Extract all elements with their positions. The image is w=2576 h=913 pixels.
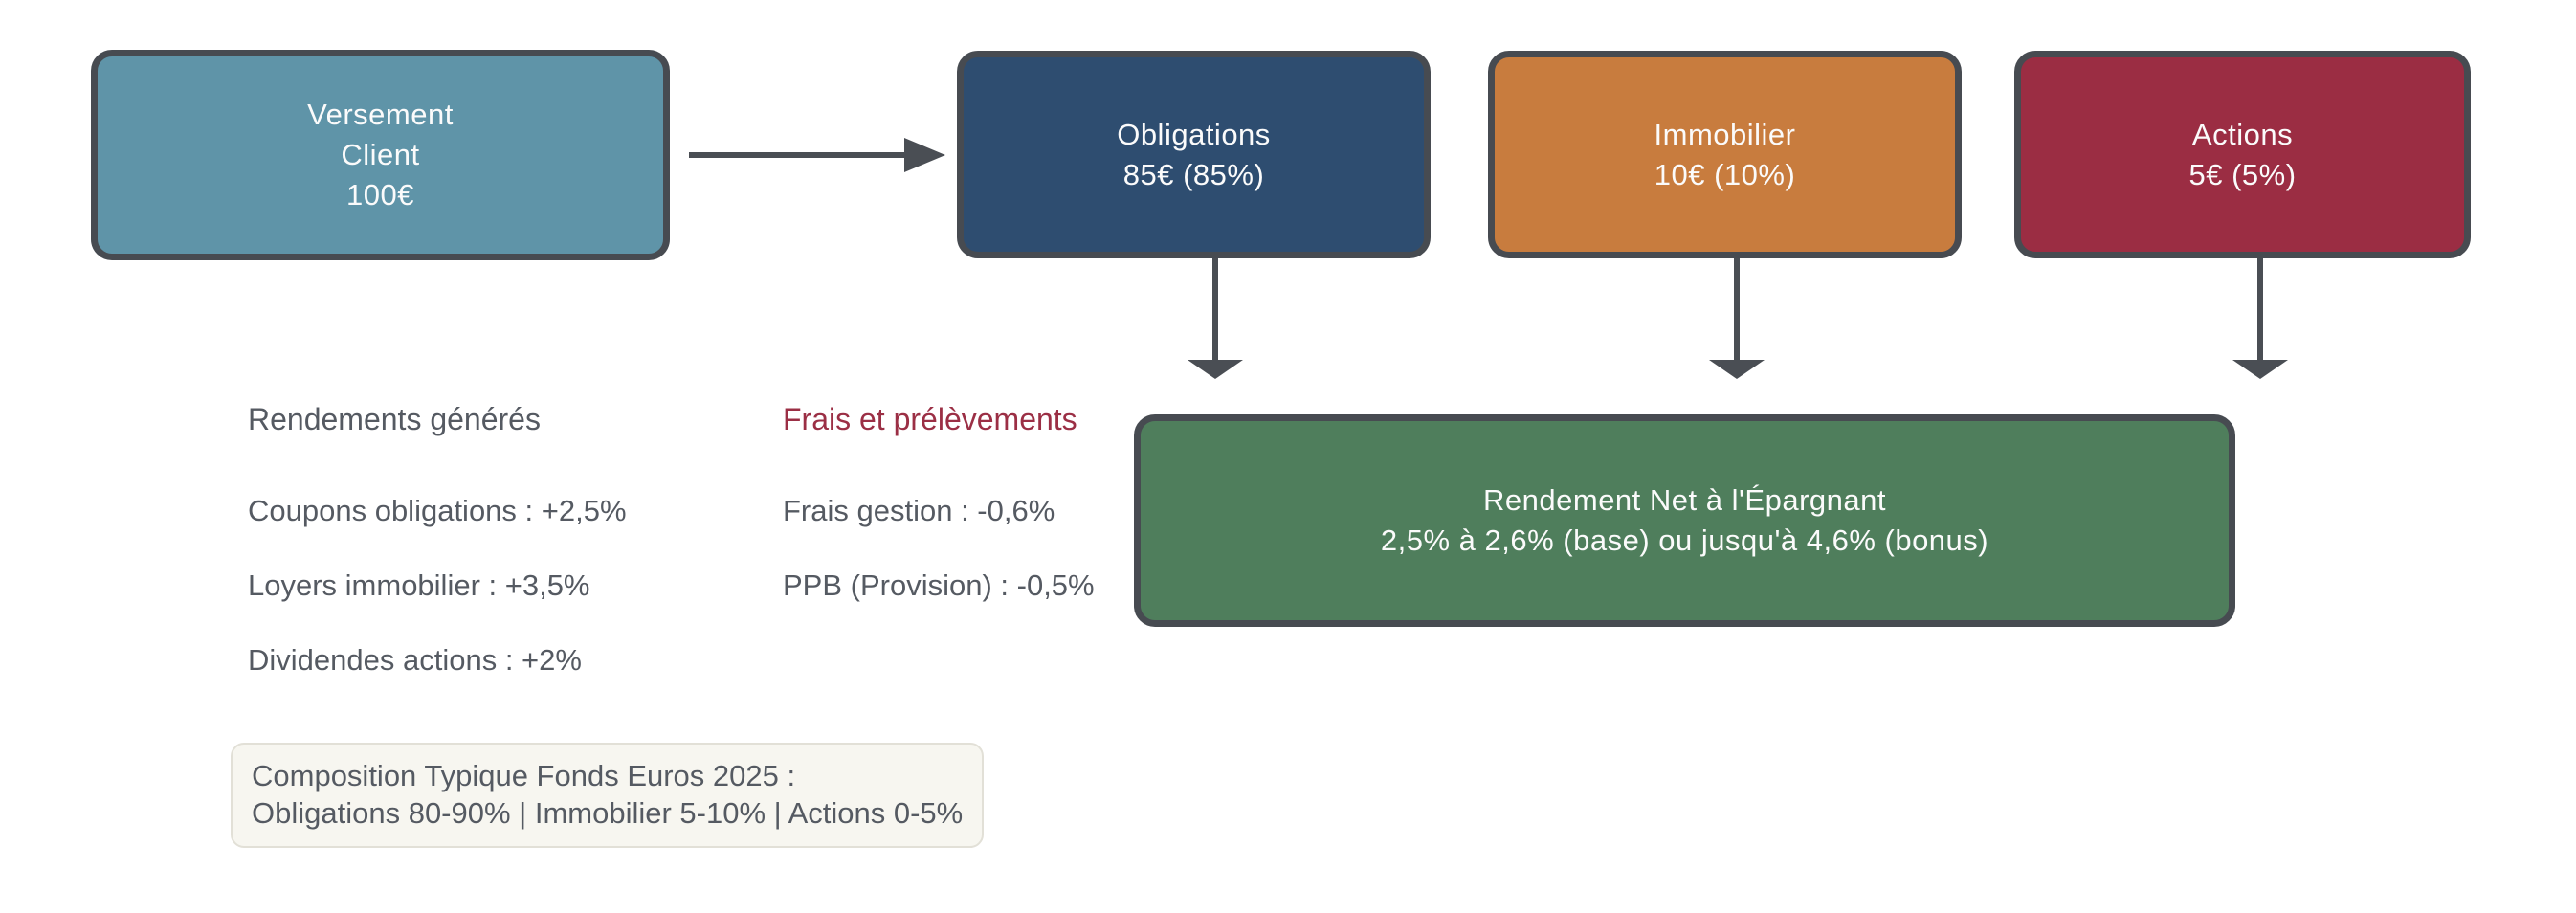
actions-amount: 5€ (5%) — [2188, 157, 2297, 191]
versement-client-box: Versement Client 100€ — [91, 50, 670, 260]
obligations-amount: 85€ (85%) — [1122, 157, 1265, 191]
composition-note-line1: Composition Typique Fonds Euros 2025 : — [252, 759, 796, 792]
rendement-net-box: Rendement Net à l'Épargnant 2,5% à 2,6% … — [1134, 414, 2235, 627]
immobilier-down-arrow-head-icon — [1709, 360, 1765, 379]
flow-arrow-right-head-icon — [904, 138, 945, 172]
immobilier-down-arrow-line — [1734, 258, 1740, 362]
composition-note-line2: Obligations 80-90% | Immobilier 5-10% | … — [252, 796, 964, 830]
obligations-down-arrow-line — [1212, 258, 1218, 362]
actions-down-arrow-line — [2257, 258, 2263, 362]
versement-label-line1: Versement — [307, 98, 454, 131]
actions-label: Actions — [2191, 117, 2294, 151]
immobilier-box: Immobilier 10€ (10%) — [1488, 51, 1962, 258]
returns-item-loyers: Loyers immobilier : +3,5% — [248, 568, 590, 602]
obligations-down-arrow-head-icon — [1188, 360, 1243, 379]
returns-item-dividendes: Dividendes actions : +2% — [248, 643, 582, 677]
actions-down-arrow-head-icon — [2232, 360, 2288, 379]
returns-panel-heading: Rendements générés — [248, 402, 541, 436]
actions-box: Actions 5€ (5%) — [2014, 51, 2471, 258]
obligations-box: Obligations 85€ (85%) — [957, 51, 1431, 258]
flow-arrow-right-line — [689, 152, 907, 158]
returns-item-coupons: Coupons obligations : +2,5% — [248, 494, 627, 527]
immobilier-label: Immobilier — [1654, 117, 1796, 151]
obligations-label: Obligations — [1117, 117, 1271, 151]
fees-item-ppb: PPB (Provision) : -0,5% — [783, 568, 1095, 602]
immobilier-amount: 10€ (10%) — [1654, 157, 1796, 191]
rendement-net-range: 2,5% à 2,6% (base) ou jusqu'à 4,6% (bonu… — [1380, 523, 1989, 557]
fees-item-gestion: Frais gestion : -0,6% — [783, 494, 1055, 527]
rendement-net-title: Rendement Net à l'Épargnant — [1483, 483, 1886, 517]
composition-note-box: Composition Typique Fonds Euros 2025 : O… — [231, 743, 984, 848]
versement-label-line2: Client — [341, 138, 420, 171]
versement-amount: 100€ — [346, 178, 414, 212]
fees-panel-heading: Frais et prélèvements — [783, 402, 1077, 436]
